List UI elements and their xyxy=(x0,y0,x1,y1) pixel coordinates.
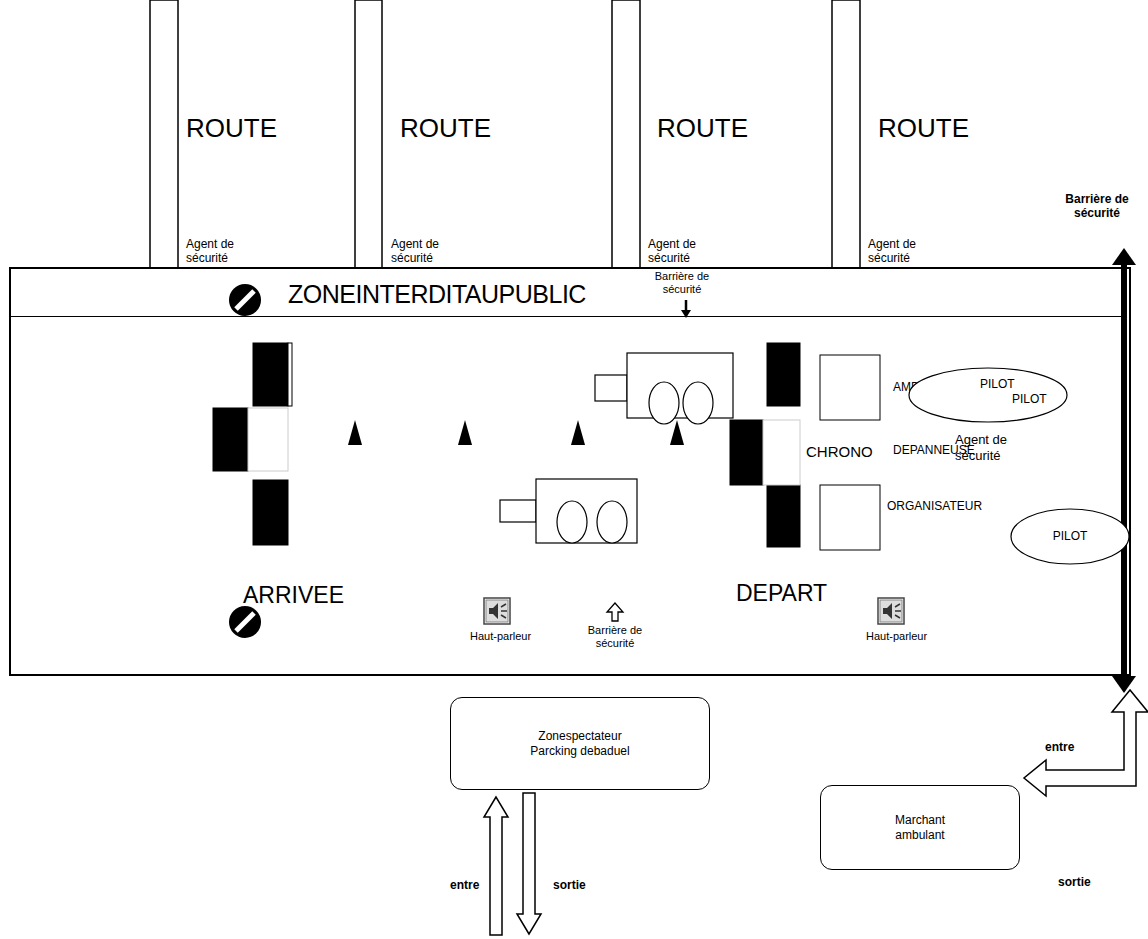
label: entre xyxy=(1045,740,1074,754)
speaker-icon xyxy=(484,598,510,624)
label: sortie xyxy=(1058,875,1091,889)
label: ROUTE xyxy=(186,113,277,144)
node-text: Marchant ambulant xyxy=(880,813,960,843)
restricted-zone-band: ZONEINTERDITAUPUBLIC xyxy=(10,269,1122,317)
ellipse-shape xyxy=(909,368,1067,422)
ellipse-shape xyxy=(1011,509,1129,564)
car xyxy=(595,353,733,424)
label: Haut-parleur xyxy=(470,630,531,643)
label: Agent de sécurité xyxy=(868,237,930,266)
label: Agent de sécurité xyxy=(955,432,1033,463)
band-divider xyxy=(10,316,1122,317)
label: Barrière de sécurité xyxy=(582,624,648,650)
node-text: PILOT xyxy=(1010,529,1130,544)
spectator-zone-box: Zonespectateur Parcking debaduel xyxy=(450,697,710,790)
label: sortie xyxy=(553,878,586,892)
car xyxy=(500,479,637,543)
vendor-box: Marchant ambulant xyxy=(820,785,1020,870)
event-area xyxy=(10,268,1130,675)
label: Barrière de sécurité xyxy=(1052,192,1142,221)
pilot-ellipse: PILOTPILOT xyxy=(908,367,1068,423)
label: CHRONO xyxy=(806,443,873,461)
label: ORGANISATEUR xyxy=(887,499,982,513)
barrier-arrow xyxy=(607,300,691,621)
label: ROUTE xyxy=(878,113,969,144)
label: entre xyxy=(450,878,479,892)
arrival-gate xyxy=(213,343,292,545)
label: ROUTE xyxy=(400,113,491,144)
node-text: PILOT xyxy=(980,377,1015,392)
node-text: PILOT xyxy=(1012,392,1047,407)
cones xyxy=(348,420,684,445)
label: Barrière de sécurité xyxy=(646,270,718,296)
pilot-ellipse: PILOT xyxy=(1010,508,1130,565)
label: Agent de sécurité xyxy=(391,237,453,266)
label: Agent de sécurité xyxy=(186,237,248,266)
node-text: ZONEINTERDITAUPUBLIC xyxy=(288,279,1122,310)
label: Haut-parleur xyxy=(866,630,927,643)
depart-gate xyxy=(730,343,800,547)
label: ARRIVEE xyxy=(243,582,344,610)
label: Agent de sécurité xyxy=(648,237,710,266)
speaker-icon xyxy=(878,598,904,624)
barrier-double-arrow xyxy=(1112,248,1136,693)
node-text: Zonespectateur Parcking debaduel xyxy=(520,729,640,759)
road-bars xyxy=(150,0,860,268)
label: ROUTE xyxy=(657,113,748,144)
label: DEPART xyxy=(736,580,827,608)
